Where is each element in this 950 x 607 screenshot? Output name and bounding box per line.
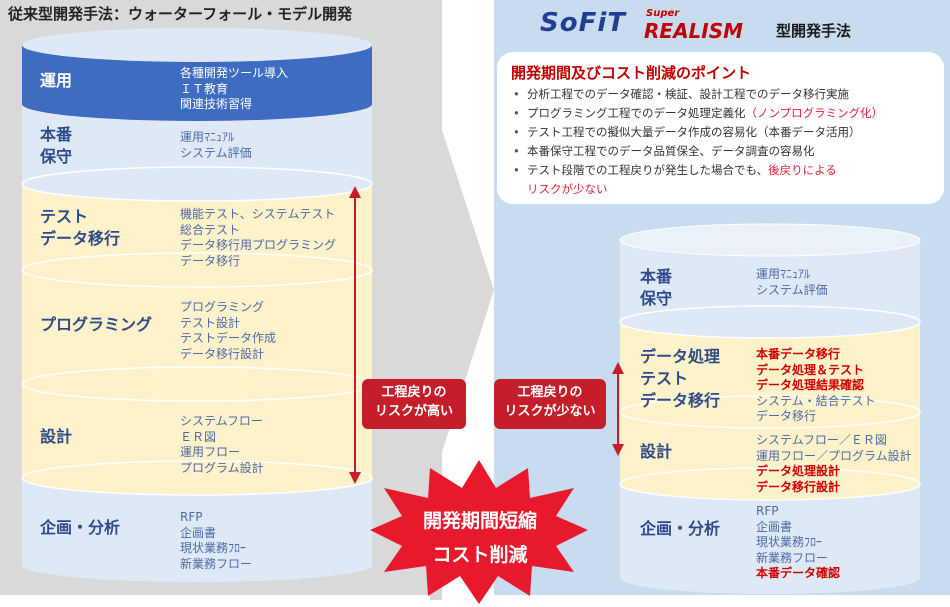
left-layer-items-test: 機能テスト、システムテスト総合テストデータ移行用プログラミングデータ移行 bbox=[180, 207, 337, 268]
sofit-logo: SoFiT Super REALISM 型開発手法 bbox=[540, 8, 852, 43]
right-layer-label-data-processing: データ処理テストデータ移行 bbox=[640, 347, 721, 410]
transition-arrow bbox=[430, 0, 494, 600]
left-layer-label-programming: プログラミング bbox=[40, 315, 153, 334]
point-item: プログラミング工程でのデータ処理定義化（ノンプログラミング化） bbox=[511, 104, 883, 123]
left-layer-items-programming: プログラミングテスト設計テストデータ作成データ移行設計 bbox=[180, 300, 277, 361]
points-list: 分析工程でのデータ確認・検証、設計工程でのデータ移行実施 プログラミング工程での… bbox=[511, 85, 883, 199]
left-layer-items-maintenance: 運用ﾏﾆｭｱﾙシステム評価 bbox=[180, 130, 252, 160]
left-layer-label-design: 設計 bbox=[40, 427, 73, 446]
right-cylinder bbox=[612, 223, 921, 594]
left-cylinder bbox=[21, 28, 373, 582]
starburst-text: 開発期間短縮コスト削減 bbox=[422, 510, 537, 566]
left-layer-label-operation: 運用 bbox=[40, 71, 73, 90]
right-layer-label-maintenance: 本番保守 bbox=[640, 267, 673, 308]
right-layer-label-planning: 企画・分析 bbox=[640, 519, 721, 538]
points-title: 開発期間及びコスト削減のポイント bbox=[511, 64, 752, 82]
right-layer-items-design: システムフロー／ＥＲ図運用フロー／プログラム設計データ処理設計データ移行設計 bbox=[756, 433, 912, 494]
left-layer-label-planning: 企画・分析 bbox=[40, 518, 121, 537]
point-item: 分析工程でのデータ確認・検証、設計工程でのデータ移行実施 bbox=[511, 85, 883, 104]
point-item: テスト工程での擬似大量データ作成の容易化（本番データ活用） bbox=[511, 123, 883, 142]
left-layer-label-maintenance: 本番保守 bbox=[40, 125, 73, 166]
left-layer-label-test: テストデータ移行 bbox=[40, 207, 121, 248]
right-risk-badge: 工程戻りのリスクが少ない bbox=[494, 379, 606, 429]
right-layer-items-data-processing: 本番データ移行データ処理＆テストデータ処理結果確認システム・結合テストデータ移行 bbox=[756, 347, 876, 423]
starburst bbox=[370, 460, 588, 604]
right-layer-items-maintenance: 運用ﾏﾆｭｱﾙシステム評価 bbox=[756, 267, 828, 297]
left-risk-badge: 工程戻りのリスクが高い bbox=[362, 379, 466, 429]
points-box: 開発期間及びコスト削減のポイント 分析工程でのデータ確認・検証、設計工程でのデー… bbox=[497, 52, 944, 204]
point-item: 本番保守工程でのデータ品質保全、データ調査の容易化 bbox=[511, 142, 883, 161]
right-layer-label-design: 設計 bbox=[640, 442, 673, 461]
left-title: 従来型開発手法：ウォーターフォール・モデル開発 bbox=[8, 5, 353, 23]
